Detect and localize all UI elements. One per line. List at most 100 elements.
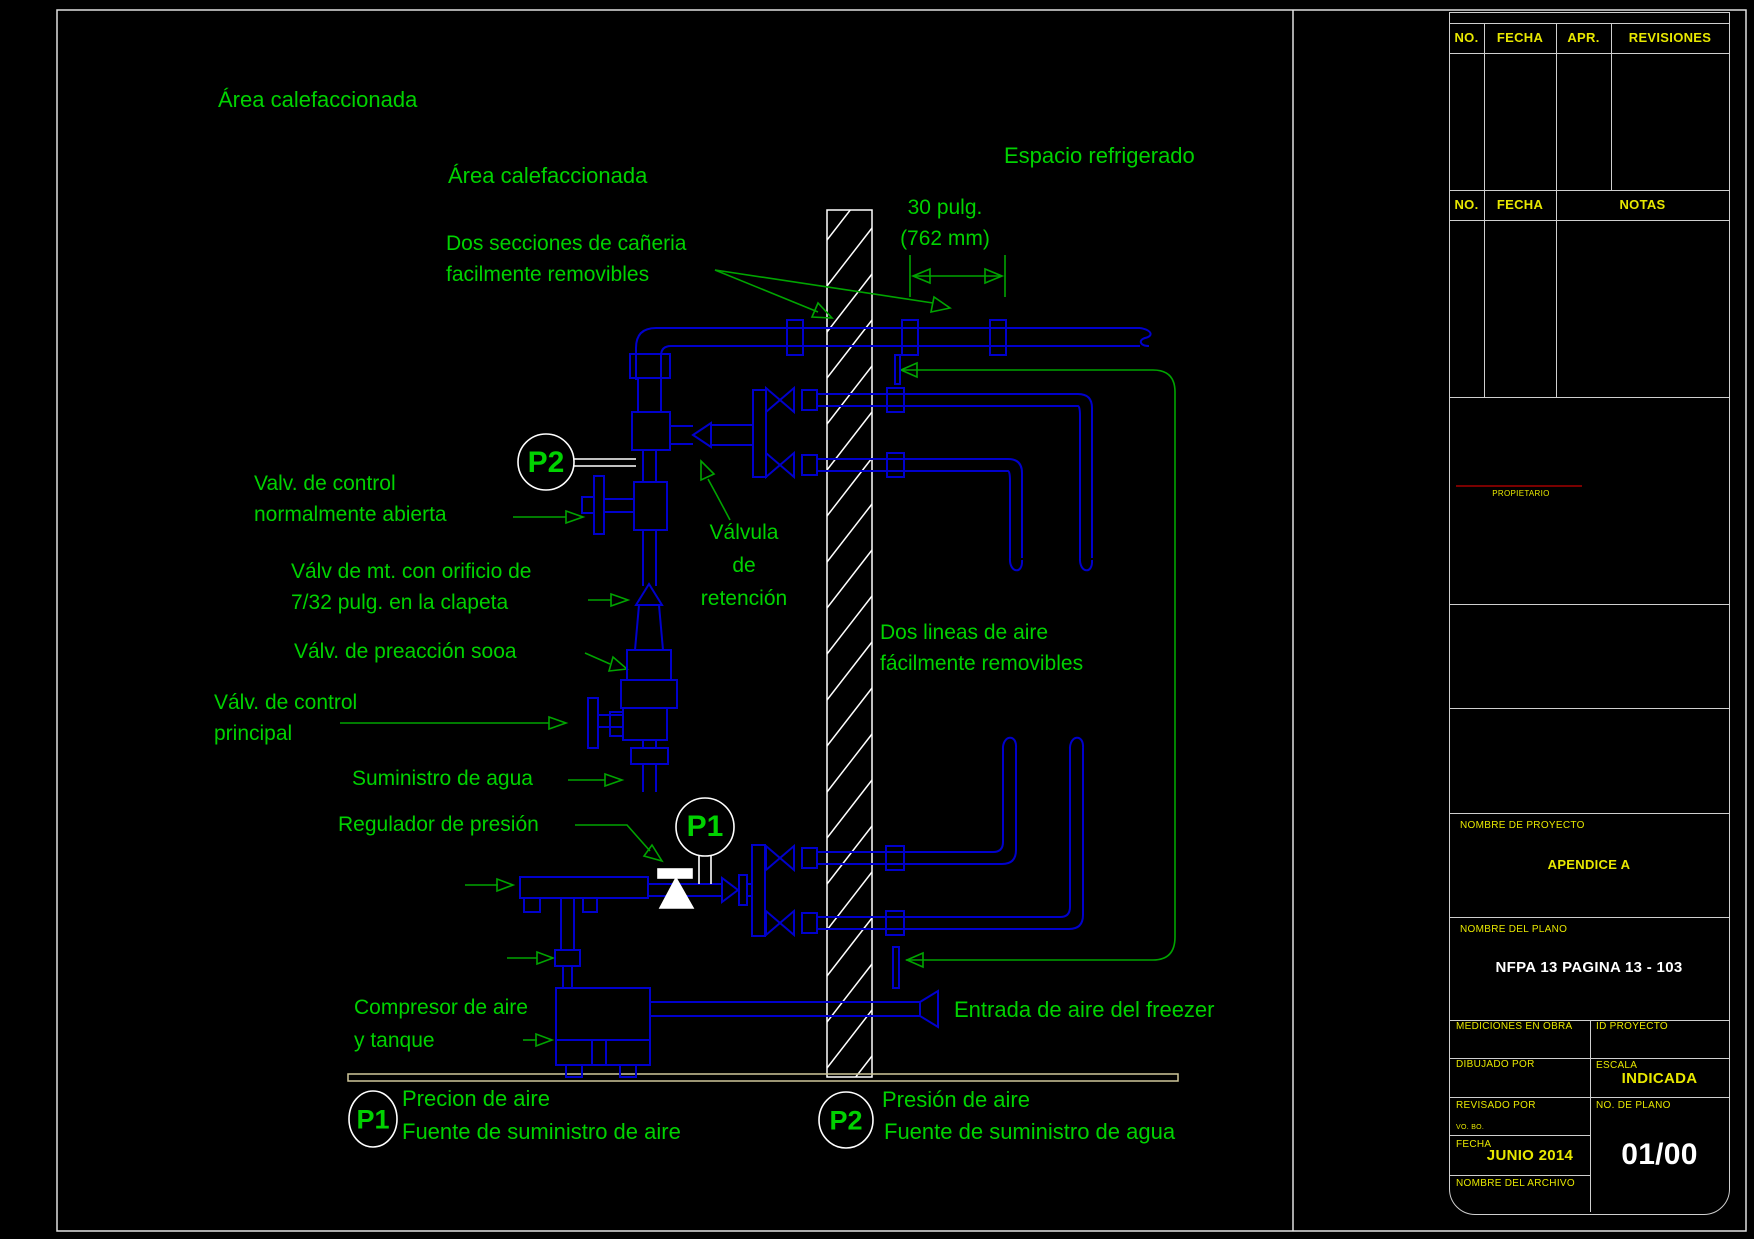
label-valv-control-principal: Válv. de control principal xyxy=(214,691,358,745)
dimension-30pulg xyxy=(909,255,1006,297)
leader-compresor-2 xyxy=(507,950,556,966)
label-dos-secciones: Dos secciones de cañeria facilmente remo… xyxy=(446,232,687,286)
label-regulador-presion: Regulador de presión xyxy=(338,813,539,836)
tb-line xyxy=(1449,397,1729,398)
tb-line xyxy=(1590,1020,1591,1212)
tb-mediciones-label: MEDICIONES EN OBRA xyxy=(1456,1021,1573,1032)
tb-fecha-label: FECHA xyxy=(1456,1139,1492,1150)
retention-valve-branch xyxy=(670,389,767,478)
tb-proyecto-label: NOMBRE DE PROYECTO xyxy=(1460,820,1585,831)
leader-principal xyxy=(340,715,569,731)
tb-revisions-no: NO. xyxy=(1454,30,1479,45)
tb-line xyxy=(1449,1058,1729,1059)
legend-p1-line2: Fuente de suministro de aire xyxy=(402,1119,681,1144)
tb-line xyxy=(1449,813,1729,814)
piping xyxy=(519,319,1152,1078)
legend-p2-line2: Fuente de suministro de agua xyxy=(884,1119,1176,1144)
leader-preaccion xyxy=(584,652,629,672)
title-block-frame xyxy=(1449,12,1730,1215)
tb-notas-title: NOTAS xyxy=(1619,197,1666,212)
tb-no-plano-value: 01/00 xyxy=(1621,1138,1698,1171)
tb-plano-label: NOMBRE DEL PLANO xyxy=(1460,924,1568,935)
tb-line xyxy=(1449,1175,1590,1176)
tb-line xyxy=(1556,23,1557,397)
label-compresor: Compresor de aire y tanque xyxy=(354,996,528,1052)
label-espacio-refrigerado: Espacio refrigerado xyxy=(1004,143,1195,168)
tb-line xyxy=(1449,190,1729,191)
leader-abierta xyxy=(513,509,586,525)
tb-proyecto-value: APENDICE A xyxy=(1547,857,1631,872)
tb-line xyxy=(1449,1097,1729,1098)
tb-dibujado-label: DIBUJADO POR xyxy=(1456,1059,1535,1070)
marker-p2-legend: P2 xyxy=(829,1105,863,1136)
label-entrada-aire: Entrada de aire del freezer xyxy=(954,997,1215,1022)
leader-regulador xyxy=(575,824,664,863)
tb-line xyxy=(1449,1135,1590,1136)
tick-bottom xyxy=(892,946,900,989)
tb-line xyxy=(1449,917,1729,918)
leader-retencion xyxy=(700,459,731,521)
wall xyxy=(826,209,873,1078)
gauge-p1-circle xyxy=(675,797,735,857)
marker-p1-legend: P1 xyxy=(356,1104,390,1135)
tb-escala-label: ESCALA xyxy=(1596,1060,1638,1071)
tb-line xyxy=(1449,1020,1729,1021)
control-valve-open xyxy=(581,475,668,535)
tb-id-proyecto-label: ID PROYECTO xyxy=(1596,1021,1669,1032)
tb-fecha-value: JUNIO 2014 xyxy=(1486,1147,1574,1164)
legend-p1-circle xyxy=(348,1090,398,1148)
label-suministro-agua: Suministro de agua xyxy=(352,767,533,790)
compressor-assembly xyxy=(519,876,939,1078)
label-dos-lineas: Dos lineas de aire fácilmente removibles xyxy=(880,621,1084,675)
label-valv-mt: Válv de mt. con orificio de 7/32 pulg. e… xyxy=(291,560,532,614)
green-annotations xyxy=(340,255,1176,1048)
tb-line xyxy=(1449,604,1729,605)
tb-archivo-label: NOMBRE DEL ARCHIVO xyxy=(1456,1178,1575,1189)
loop-arrow-bottom xyxy=(905,951,924,969)
tb-line xyxy=(1611,23,1612,190)
label-valvula-retencion: Válvula de retención xyxy=(700,521,788,610)
tb-line xyxy=(1449,23,1729,24)
legend-p2-line1: Presión de aire xyxy=(882,1087,1030,1112)
legend-p1-line1: Precion de aire xyxy=(402,1086,550,1111)
air-path-loop xyxy=(900,369,1176,961)
air-line-upper-1 xyxy=(765,385,1094,572)
leader-compresor-1 xyxy=(465,877,516,893)
tb-line xyxy=(1484,23,1485,397)
tb-revisions-title: REVISIONES xyxy=(1628,30,1712,45)
tb-line xyxy=(1449,220,1729,221)
tb-notas-no: NO. xyxy=(1454,197,1479,212)
tb-owner-line xyxy=(1456,485,1582,487)
riser-assembly xyxy=(581,353,678,792)
label-area-calefaccionada-mid: Área calefaccionada xyxy=(448,163,648,188)
label-valv-control-abierta: Valv. de control normalmente abierta xyxy=(254,472,447,526)
tb-plano-value: NFPA 13 PAGINA 13 - 103 xyxy=(1495,959,1683,976)
sheet-border xyxy=(56,9,1747,1232)
air-line-upper-2 xyxy=(765,450,1024,572)
marker-p2-top: P2 xyxy=(527,446,565,479)
preaction-valve xyxy=(620,649,678,709)
tick-top xyxy=(894,354,901,385)
leader-compresor-3 xyxy=(523,1032,555,1048)
label-area-calefaccionada-top: Área calefaccionada xyxy=(218,87,418,112)
tb-vobo-label: VO. BO. xyxy=(1456,1124,1485,1131)
label-valv-preaccion: Válv. de preacción sooa xyxy=(294,640,517,663)
tb-propietario: PROPIETARIO xyxy=(1492,489,1550,498)
label-dimension-30: 30 pulg. (762 mm) xyxy=(900,196,990,250)
tb-revisions-apr: APR. xyxy=(1567,30,1600,45)
main-control-valve xyxy=(587,697,668,749)
gauge-p2-circle xyxy=(517,433,575,491)
tb-revisado-label: REVISADO POR xyxy=(1456,1100,1536,1111)
air-line-lower-1 xyxy=(765,736,1018,873)
leader-mt xyxy=(588,592,631,608)
tb-notas-fecha: FECHA xyxy=(1496,197,1544,212)
tb-escala-value: INDICADA xyxy=(1621,1070,1698,1087)
pressure-regulator xyxy=(657,868,695,909)
legend-p2-circle xyxy=(818,1091,874,1149)
air-line-lower-2 xyxy=(765,736,1085,938)
loop-arrow-top xyxy=(899,361,918,379)
tb-no-plano-label: NO. DE PLANO xyxy=(1596,1100,1671,1111)
tb-line xyxy=(1449,53,1729,54)
